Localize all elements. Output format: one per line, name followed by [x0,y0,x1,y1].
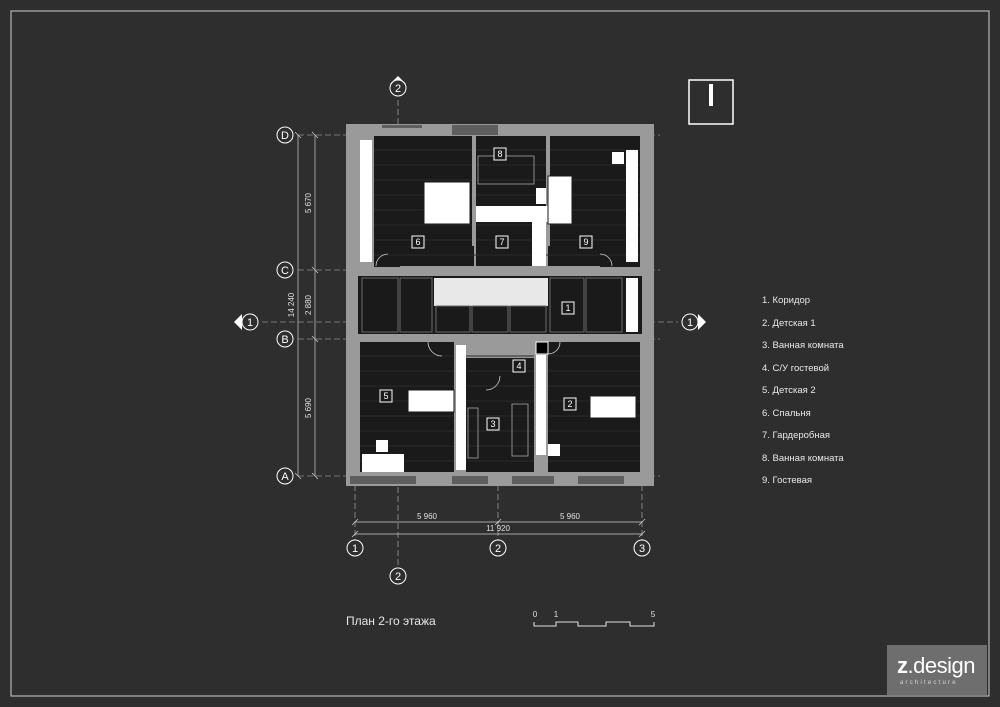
section-marker-1-right: 1 [681,313,706,331]
dim-bottom-left: 5 960 [417,512,438,521]
scale-label-1: 1 [554,610,559,619]
logo-name: z.design [897,653,975,679]
legend-item: 5. Детская 2 [762,385,816,396]
room-label-9: 9 [579,235,593,249]
axis-bubble-2: 2 [489,539,507,557]
scale-label-0: 0 [533,610,538,619]
dim-bottom-right: 5 960 [560,512,581,521]
svg-text:5: 5 [383,391,388,401]
scale-bar: 0 1 5 [533,610,656,627]
scale-label-5: 5 [651,610,656,619]
logo: z.design architecture [887,645,987,695]
axis-bubble-c: C [276,261,294,279]
room-3-floor [466,358,534,472]
axis-bubble-d: D [276,126,294,144]
dim-left-lower: 5 690 [304,397,313,418]
room-label-8: 8 [493,147,507,161]
svg-text:3: 3 [490,419,495,429]
section-marker-2-bottom: 2 [389,567,407,585]
room-label-3: 3 [486,417,500,431]
legend-item: 4. С/У гостевой [762,362,830,374]
svg-text:B: B [281,334,288,346]
room-number-labels: 1 2 3 4 5 6 7 8 9 [379,147,593,431]
legend-item: 3. Ванная комната [762,340,844,351]
logo-bold: z [897,653,908,678]
section-marker-1-left: 1 [234,313,259,331]
room-legend: 1. Коридор 2. Детская 1 3. Ванная комнат… [762,290,844,493]
svg-text:A: A [281,471,289,483]
svg-text:1: 1 [565,303,570,313]
dimension-lines [294,131,646,538]
axis-bubble-a: A [276,467,294,485]
svg-text:1: 1 [352,543,358,555]
section-marker-2-top: 2 [389,76,407,97]
svg-text:2: 2 [495,543,501,555]
room-label-7: 7 [495,235,509,249]
axis-bubble-b: B [276,330,294,348]
plan-title: План 2-го этажа [346,614,436,628]
axis-bubble-3: 3 [633,539,651,557]
sheet-frame [10,10,990,697]
svg-text:2: 2 [395,571,401,583]
svg-text:C: C [281,265,289,277]
room-label-1: 1 [561,301,575,315]
bed-icons [407,175,637,419]
dim-left-total: 14 240 [287,292,296,317]
svg-text:2: 2 [567,399,572,409]
svg-text:6: 6 [415,237,420,247]
logo-subtitle: architecture [900,680,958,686]
room-label-6: 6 [411,235,425,249]
svg-text:1: 1 [687,317,693,329]
legend-item: 1. Коридор [762,295,811,306]
svg-text:4: 4 [516,361,521,371]
svg-text:9: 9 [583,237,588,247]
logo-rest: .design [907,653,976,678]
legend-item: 7. Гардеробная [762,430,831,441]
svg-text:1: 1 [247,317,253,329]
legend-item: 6. Спальня [762,407,811,419]
dim-bottom-total: 11 920 [486,524,510,533]
legend-item: 9. Гостевая [762,475,813,486]
svg-text:3: 3 [639,543,645,555]
room-label-2: 2 [563,397,577,411]
room-label-5: 5 [379,389,393,403]
axis-bubble-1: 1 [346,539,364,557]
legend-item: 8. Ванная комната [762,452,844,464]
svg-text:8: 8 [497,149,502,159]
north-arrow-icon [688,79,734,125]
dim-left-upper: 5 670 [304,192,313,213]
svg-text:2: 2 [395,83,401,95]
room-label-4: 4 [512,359,526,373]
svg-text:D: D [281,130,289,142]
legend-item: 2. Детская 1 [762,317,816,329]
dim-left-middle: 2 880 [304,294,313,315]
svg-text:7: 7 [499,237,504,247]
building-plan [346,124,654,486]
